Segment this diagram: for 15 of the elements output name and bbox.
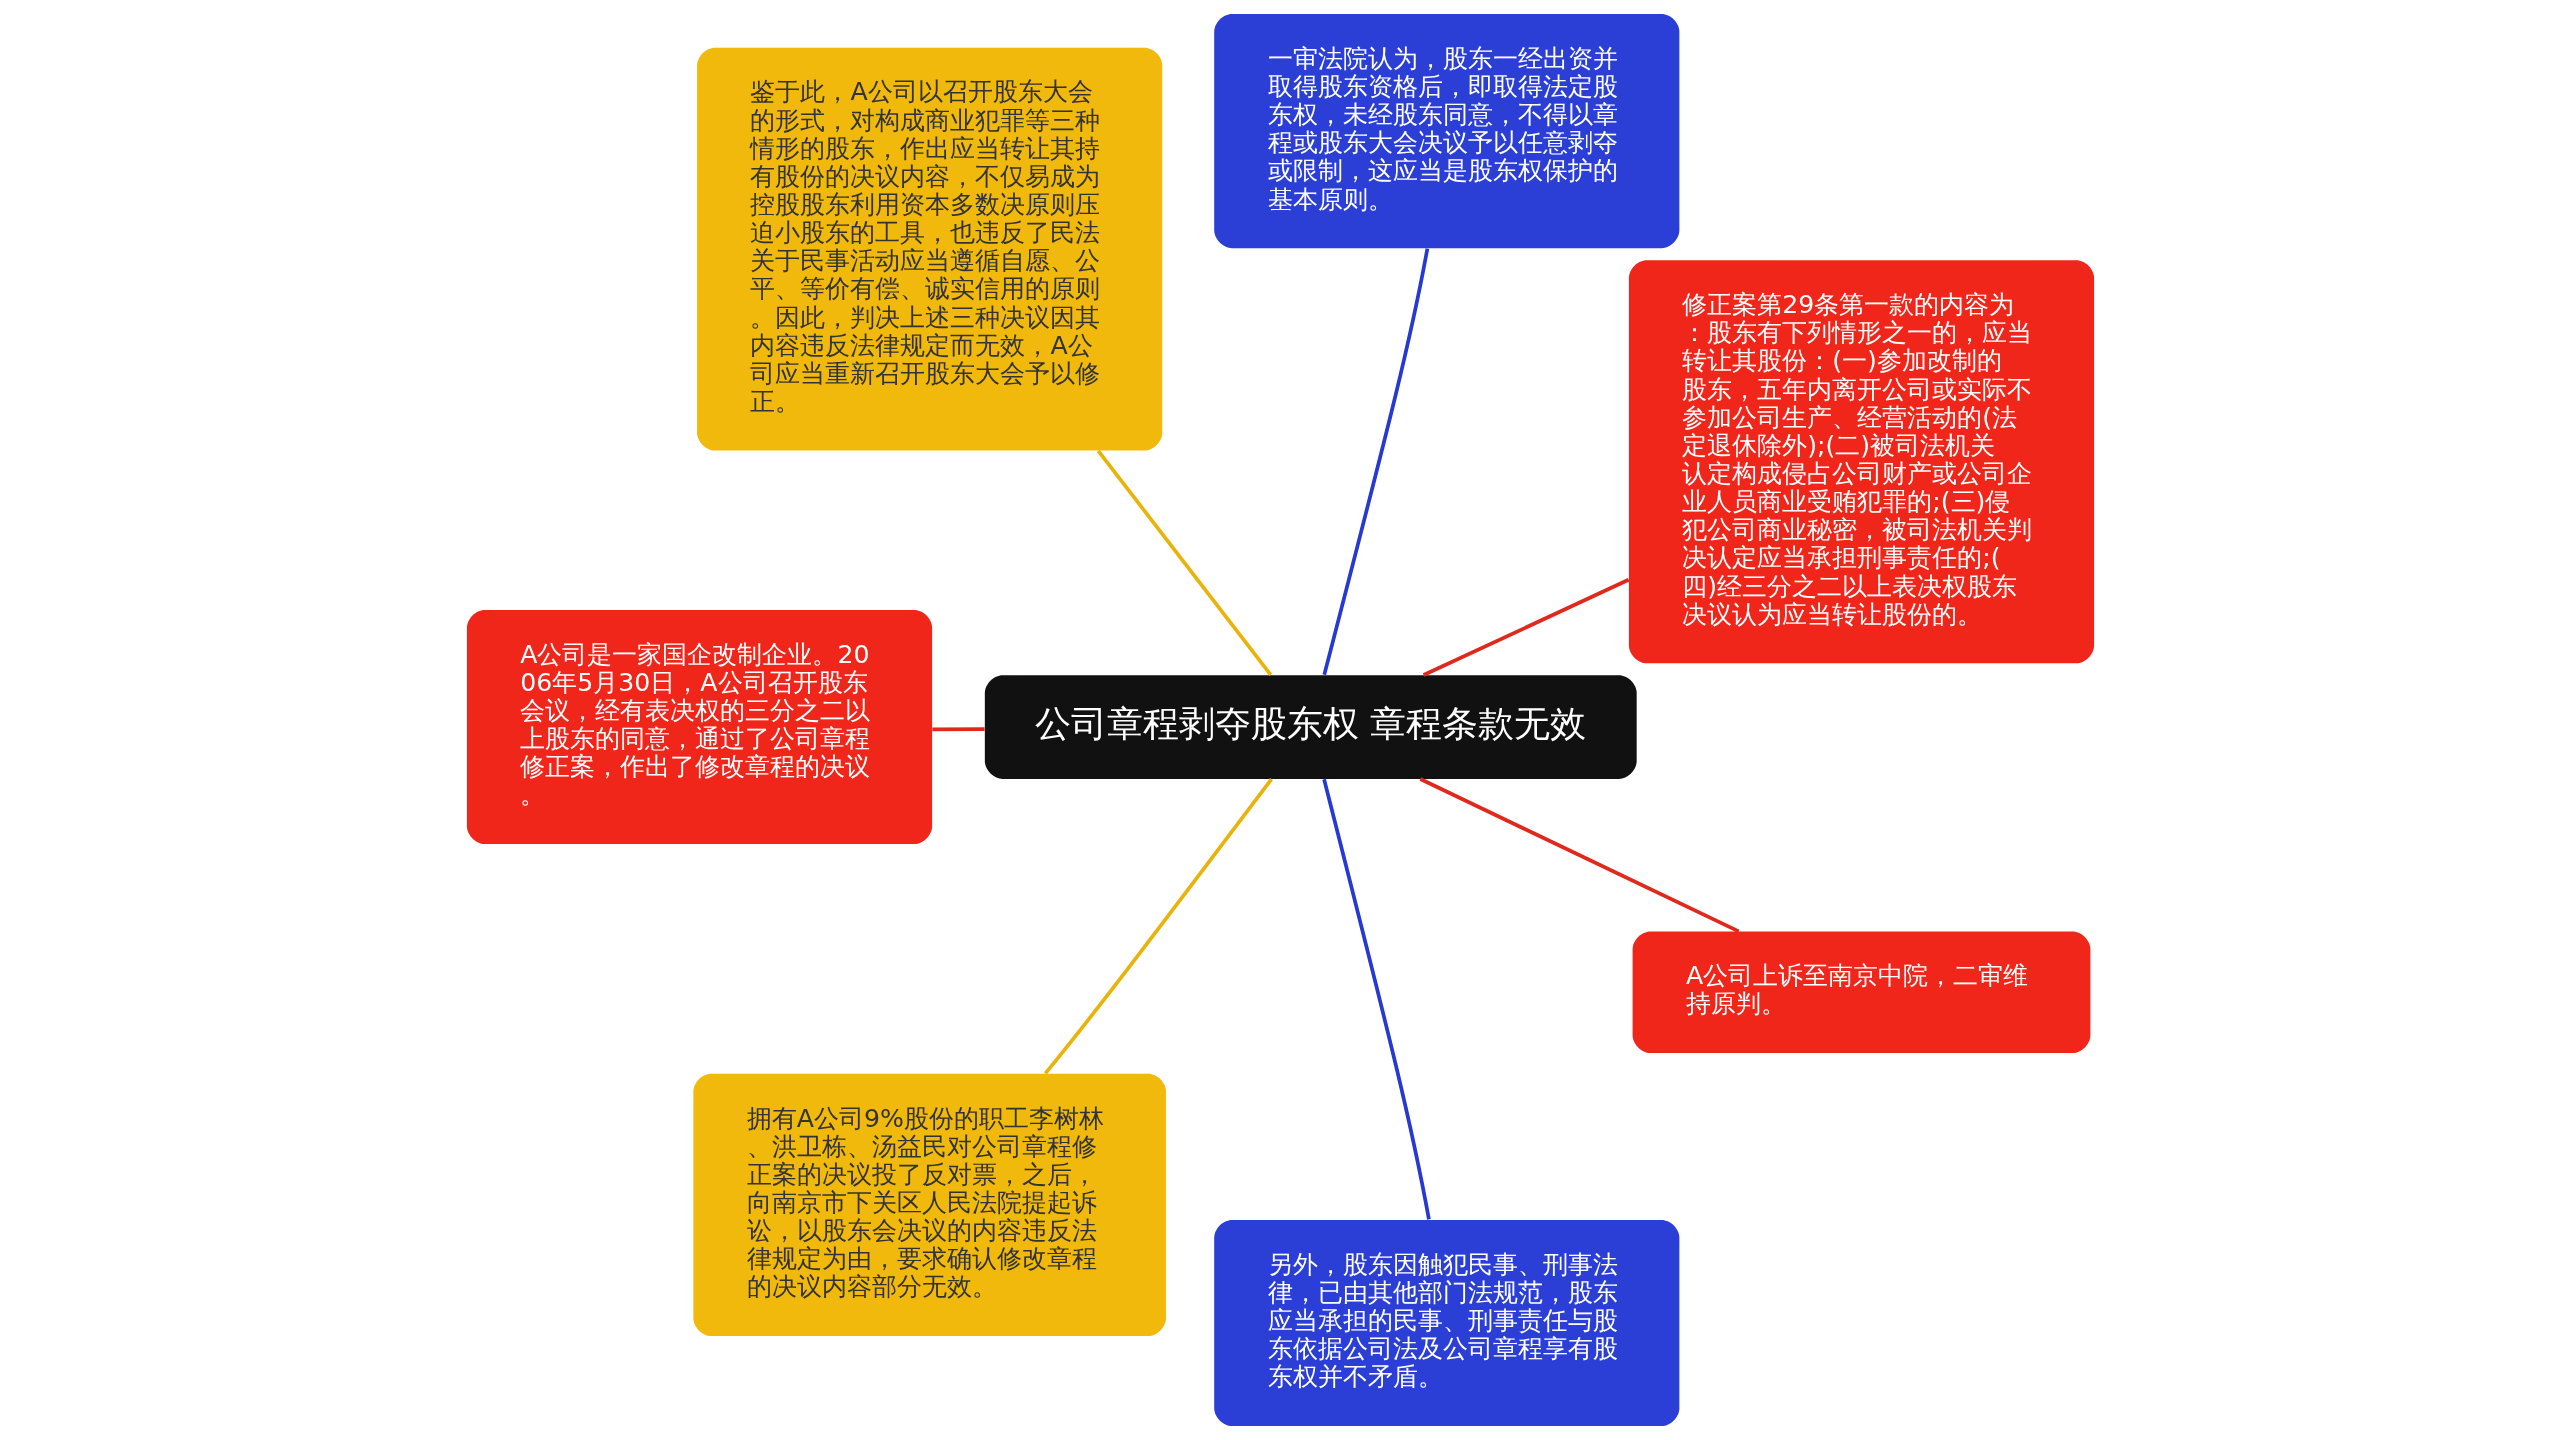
node-box: 鉴于此，A公司以召开股东大会的形式，对构成商业犯罪等三种情形的股东，作出应当转让其持有股份的决议内容，不仅易成为控股股东利用资本多数决原则压迫小股东的工具，也违反了民法关于民事活动应当遵循自愿、公平、等价有偿、诚实信用的原则。因此，判决上述三种决议因其内容违反法律规定而无效，A公司应当重新召开股东大会予以修正。	[696, 47, 1162, 451]
node-box: A公司上诉至南京中院，二审维持原判。	[1632, 931, 2090, 1053]
node-box: 另外，股东因触犯民事、刑事法律，已由其他部门法规范，股东应当承担的民事、刑事责任与股东依据公司法及公司章程享有股东权并不矛盾。	[1213, 1220, 1679, 1426]
connector	[1422, 578, 1629, 677]
node-box: A公司是一家国企改制企业。2006年5月30日，A公司召开股东会议，经有表决权的三分之二以上股东的同意，通过了公司章程修正案，作出了修改章程的决议。	[466, 610, 932, 845]
connector	[1419, 777, 1740, 934]
node-box: 公司章程剥夺股东权 章程条款无效	[984, 675, 1637, 779]
connector	[1043, 778, 1273, 1075]
connector	[1096, 449, 1272, 676]
connector	[1322, 248, 1429, 676]
node-box: 一审法院认为，股东一经出资并取得股东资格后，即取得法定股东权，未经股东同意，不得以章程或股东大会决议予以任意剥夺或限制，这应当是股东权保护的基本原则。	[1213, 14, 1679, 249]
node-box: 拥有A公司9%股份的职工李树林、洪卫栋、汤益民对公司章程修正案的决议投了反对票，之后，向南京市下关区人民法院提起诉讼，以股东会决议的内容违反法律规定为由，要求确认修改章程的决议内容部分无效。	[692, 1073, 1166, 1337]
connector	[1321, 778, 1431, 1220]
connector	[931, 727, 985, 732]
node-box: 修正案第29条第一款的内容为：股东有下列情形之一的，应当转让其股份：(一)参加改制的股东，五年内离开公司或实际不参加公司生产、经营活动的(法定退休除外);(二)被司法机关认定构成侵占公司财产或公司企业人员商业受贿犯罪的;(三)侵犯公司商业秘密，被司法机关判决认定应当承担刑事责任的;(四)经三分之二以上表决权股东决议认为应当转让股份的。	[1628, 260, 2094, 664]
